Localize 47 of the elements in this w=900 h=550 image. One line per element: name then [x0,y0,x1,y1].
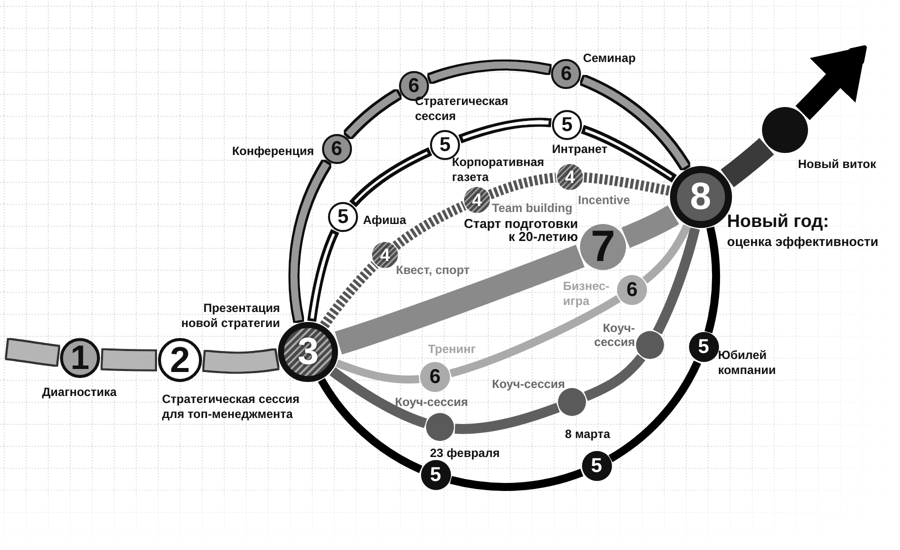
station-label: Старт подготовки к 20-летию [462,217,578,243]
metro-line [582,76,688,169]
station-label: Презентация новой стратегии [180,301,280,331]
station-number: 8 [690,178,712,216]
station-number: 5 [590,456,602,476]
station-number: 7 [590,225,616,269]
station-number: 2 [170,342,190,378]
station-label: 8 марта [565,427,612,442]
station-number: 1 [70,341,90,375]
station-number: 4 [380,246,390,264]
station-label: Incentive [578,193,632,208]
station-number: 5 [430,465,442,486]
station-number: 6 [626,280,638,300]
station-label: 23 февраля [430,446,501,461]
station-number: 6 [331,138,342,159]
station-label: Семинар [583,51,637,66]
station-label: Новый год: [727,211,830,232]
station-label: Афиша [363,213,408,228]
station-label: Стратегическая сессия [415,94,510,124]
station-number: 6 [429,367,441,387]
station-label: Team building [492,201,574,216]
station-number: 4 [564,168,575,186]
route-line [621,205,680,248]
station-label: оценка эффективности [727,234,880,249]
station-label: Квест, спорт [396,263,471,278]
station-label: Новый виток [798,157,878,172]
station-label: Корпоративная газета [452,155,546,185]
metro-line [429,62,550,82]
station-number: 4 [472,191,482,209]
station-label: Конференция [231,144,314,159]
station-label: Диагностика [42,385,118,400]
station-label: Юбилей компании [718,348,777,378]
station-number: 5 [561,115,573,135]
route-line [102,350,156,370]
station-label: Интранет [552,142,608,157]
station-label: Стратегическая сессия для топ-менеджмента [162,392,301,422]
station-label: Коуч-сессия [593,321,635,349]
station-number: 5 [439,135,451,155]
station-label: Бизнес-игра [563,279,610,309]
station-number: 5 [337,207,349,227]
station-number: 6 [560,64,572,84]
station-number: 5 [698,337,710,358]
station-number: 3 [298,332,319,371]
station-number: 6 [408,76,420,96]
station-label: Коуч-сессия [395,395,470,409]
station-label: Тренинг [428,342,477,357]
station-label: Коуч-сессия [492,377,566,391]
